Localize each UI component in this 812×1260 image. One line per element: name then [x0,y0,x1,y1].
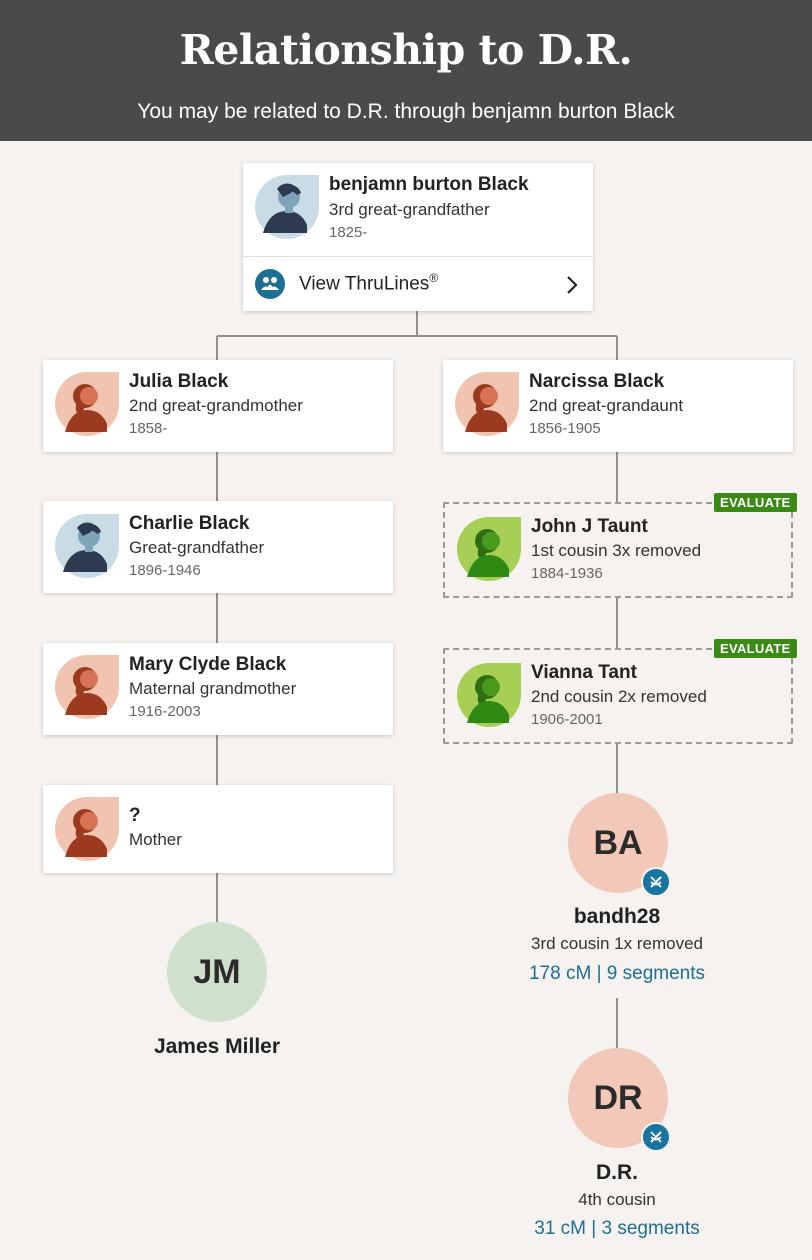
registered-mark: ® [429,271,439,285]
female-avatar-icon [455,372,519,436]
person-card-julia-black[interactable]: Julia Black 2nd great-grandmother 1858- [43,360,393,452]
person-dates: 1856-1905 [529,420,601,437]
person-relation: 2nd great-grandaunt [529,396,684,415]
person-card-narcissa-black[interactable]: Narcissa Black 2nd great-grandaunt 1856-… [443,360,793,452]
person-name[interactable]: Vianna Tant [531,662,637,683]
person-card-john-j-taunt[interactable]: John J Taunt 1st cousin 3x removed 1884-… [443,502,793,598]
self-name[interactable]: James Miller [153,1035,281,1058]
person-dates: 1858- [129,420,168,437]
page-header: Relationship to D.R. You may be related … [0,0,812,141]
person-relation: Mother [129,830,182,849]
person-relation: Great-grandfather [129,538,265,557]
green-avatar-icon [457,663,521,727]
evaluate-badge[interactable]: EVALUATE [714,639,797,658]
chevron-right-icon [567,276,578,294]
female-avatar-icon [55,372,119,436]
person-relation: 2nd cousin 2x removed [531,687,707,706]
person-name[interactable]: Charlie Black [129,513,250,534]
ancestor-name[interactable]: benjamn burton Black [329,174,529,195]
dna-icon [641,1122,671,1152]
thrulines-label: View ThruLines® [299,271,439,295]
view-thrulines-button[interactable]: View ThruLines® [243,257,593,311]
page-title: Relationship to D.R. [179,26,633,74]
green-avatar-icon [457,517,521,581]
female-avatar-icon [55,655,119,719]
person-relation: 1st cousin 3x removed [531,541,702,560]
person-dates: 1906-2001 [531,711,603,728]
person-dates: 1916-2003 [129,703,201,720]
person-name[interactable]: Julia Black [129,371,229,392]
person-name[interactable]: Mary Clyde Black [129,654,287,675]
match-shared-dna[interactable]: 178 cM | 9 segments [528,963,706,984]
match-name[interactable]: bandh28 [573,905,661,928]
person-card-mary-clyde-black[interactable]: Mary Clyde Black Maternal grandmother 19… [43,643,393,735]
match-shared-dna[interactable]: 31 cM | 3 segments [534,1218,700,1239]
person-name[interactable]: ? [129,805,141,826]
person-name[interactable]: John J Taunt [531,516,648,537]
person-card-charlie-black[interactable]: Charlie Black Great-grandfather 1896-194… [43,501,393,593]
self-avatar[interactable]: JM [167,922,267,1022]
male-avatar-icon [55,514,119,578]
thrulines-icon [255,269,285,299]
evaluate-badge[interactable]: EVALUATE [714,493,797,512]
match-relation: 3rd cousin 1x removed [531,934,703,953]
person-dates: 1896-1946 [129,562,201,579]
ancestor-dates: 1825- [329,224,368,241]
card-divider [243,256,593,257]
person-card-vianna-tant[interactable]: Vianna Tant 2nd cousin 2x removed 1906-2… [443,648,793,744]
female-avatar-icon [55,797,119,861]
person-dates: 1884-1936 [531,565,603,582]
ancestor-card[interactable]: benjamn burton Black 3rd great-grandfath… [243,163,593,311]
person-relation: Maternal grandmother [129,679,297,698]
match-name[interactable]: D.R. [596,1161,638,1184]
dna-icon [641,867,671,897]
male-avatar-icon [255,175,319,239]
page-subtitle: You may be related to D.R. through benja… [137,100,675,123]
ancestor-relation: 3rd great-grandfather [329,200,490,219]
person-card-mother[interactable]: ? Mother [43,785,393,873]
match-relation: 4th cousin [578,1190,656,1209]
person-name[interactable]: Narcissa Black [529,371,665,392]
person-relation: 2nd great-grandmother [129,396,303,415]
